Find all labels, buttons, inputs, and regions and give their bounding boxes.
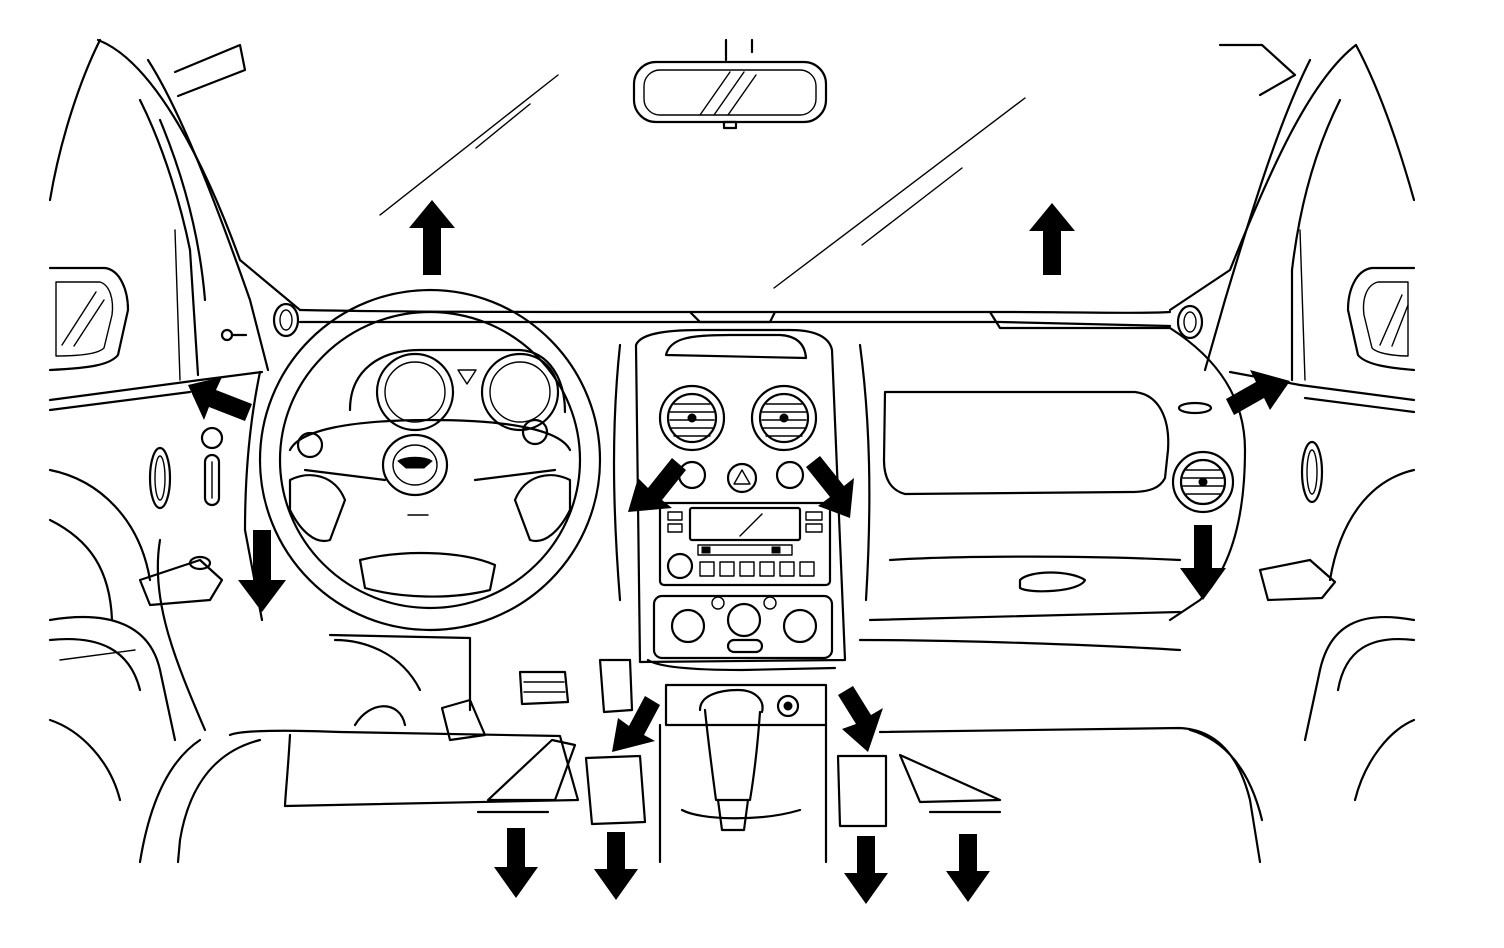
airflow-arrows bbox=[188, 200, 1290, 904]
right-side-mirror bbox=[1346, 266, 1416, 372]
airflow-arrow-windshield-left bbox=[409, 200, 455, 275]
glove-box bbox=[858, 390, 1213, 652]
rearview-mirror bbox=[632, 38, 828, 130]
left-a-pillar bbox=[48, 38, 302, 381]
left-door bbox=[48, 302, 300, 802]
right-side-vent bbox=[1171, 450, 1235, 514]
airflow-arrow-side-window-left bbox=[188, 377, 252, 421]
gear-shifter bbox=[658, 683, 828, 864]
center-vent-right bbox=[750, 384, 818, 452]
airflow-arrow-side-vent-right bbox=[1180, 525, 1226, 600]
airflow-arrow-center-vent-left bbox=[628, 458, 686, 512]
airflow-arrow-side-vent-left bbox=[238, 530, 286, 612]
right-door bbox=[1176, 304, 1416, 802]
radio-unit bbox=[658, 501, 832, 587]
airflow-arrow-floor-center-left bbox=[612, 696, 660, 752]
airflow-arrow-floor-rear-1 bbox=[494, 828, 538, 898]
airflow-arrow-center-vent-right bbox=[806, 456, 854, 518]
steering-wheel bbox=[258, 288, 602, 632]
airflow-arrow-floor-rear-2 bbox=[594, 832, 638, 900]
center-console bbox=[612, 328, 871, 672]
airflow-arrow-floor-rear-4 bbox=[946, 834, 990, 902]
pedals bbox=[328, 633, 634, 742]
right-a-pillar bbox=[1168, 43, 1416, 382]
left-side-mirror bbox=[48, 266, 130, 372]
left-switches bbox=[200, 426, 224, 507]
center-vent-left bbox=[658, 384, 726, 452]
airflow-arrow-windshield-right bbox=[1029, 203, 1075, 275]
airflow-arrow-side-window-right bbox=[1226, 370, 1290, 415]
airflow-arrow-floor-center-right bbox=[838, 686, 883, 752]
right-seat bbox=[836, 726, 1264, 864]
climate-controls bbox=[652, 594, 834, 660]
left-seat bbox=[138, 729, 647, 864]
windshield bbox=[379, 74, 1026, 289]
instrument-cluster bbox=[348, 348, 567, 432]
airflow-arrow-floor-rear-3 bbox=[844, 836, 888, 904]
hazard-controls bbox=[677, 460, 805, 494]
